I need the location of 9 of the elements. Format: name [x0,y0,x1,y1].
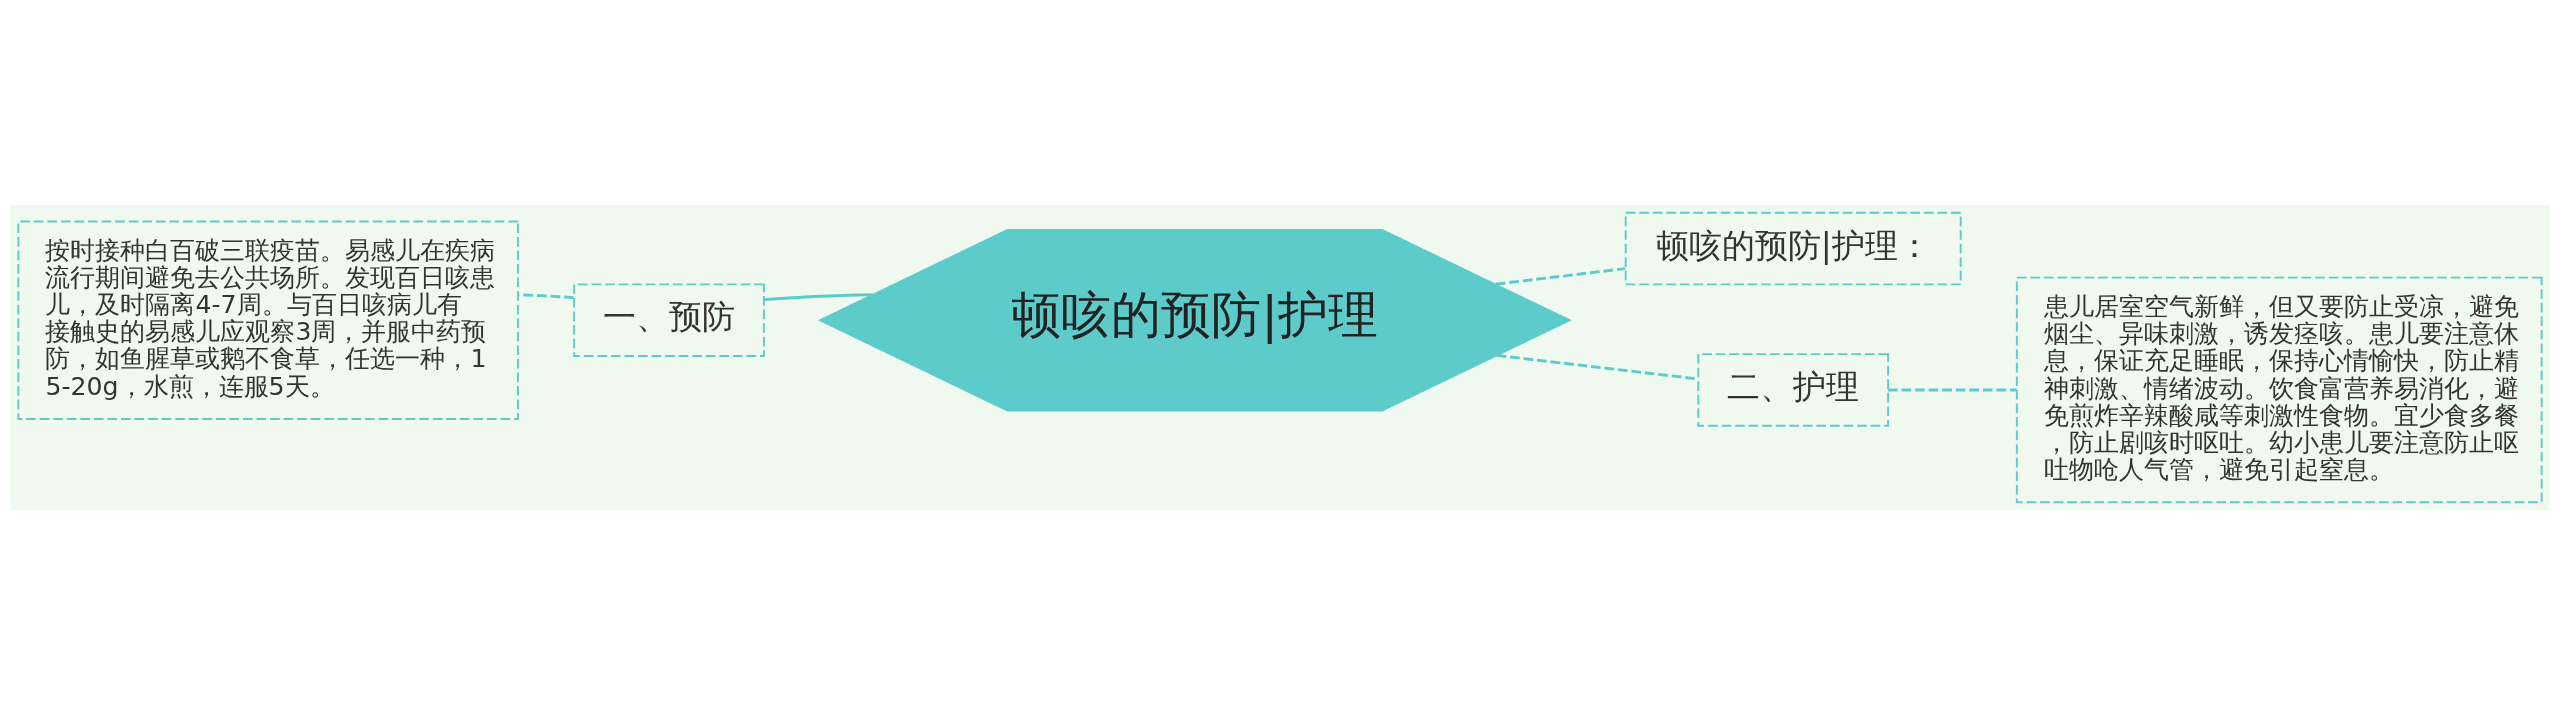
node-box: 顿咳的预防|护理： [1624,211,1962,285]
node-box: 患儿居室空气新鲜，但又要防止受凉，避免烟尘、异味刺激，诱发痉咳。患儿要注意休息，保证充足睡眠，保持心情愉快，防止精神刺激、情绪波动。饮食富营养易消化，避免煎炸辛辣酸咸等刺激性食物。宜少食多餐，防止剧咳时呕吐。幼小患儿要注意防止呕吐物呛人气管，避免引起窒息。 [2015,276,2543,503]
node-box: 按时接种白百破三联疫苗。易感儿在疾病流行期间避免去公共场所。发现百日咳患儿，及时隔离4-7周。与百日咳病儿有接触史的易感儿应观察3周，并服中药预防，如鱼腥草或鹅不食草，任选一种，15-20g，水煎，连服5天。 [17,220,519,420]
connector [518,292,574,299]
connector [1495,266,1626,286]
node-box: 二、护理 [1697,352,1890,427]
connector [1888,388,2017,391]
node-box: 一、预防 [573,282,765,357]
connector [764,292,873,301]
